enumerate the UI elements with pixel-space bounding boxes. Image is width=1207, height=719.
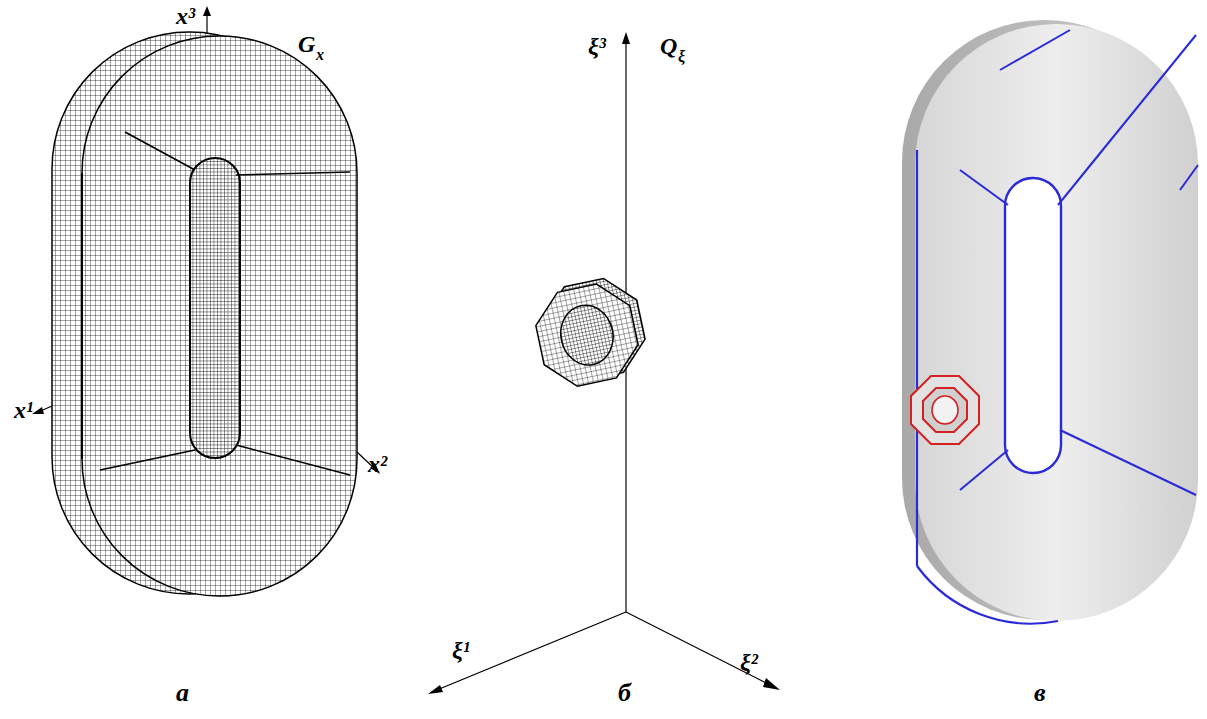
axis-label: ξ¹ [452,638,470,662]
axis-label: ξ² [740,650,758,674]
panel-c-body [902,20,1198,624]
axis-label: ξ³ [588,34,606,58]
axis-label: x² [368,452,387,476]
panel-letter: в [1034,680,1046,706]
axis-label: x¹ [14,398,33,422]
domain-label: Q [660,34,677,58]
domain-subscript: ξ [678,49,685,65]
domain-subscript: x [316,47,324,63]
panel-b-axes [428,32,780,694]
panel-letter: а [176,680,189,706]
domain-label: G [298,32,315,56]
panel-letter: б [618,680,631,706]
axis-label: x³ [176,4,195,28]
panel-a-body [32,6,380,596]
